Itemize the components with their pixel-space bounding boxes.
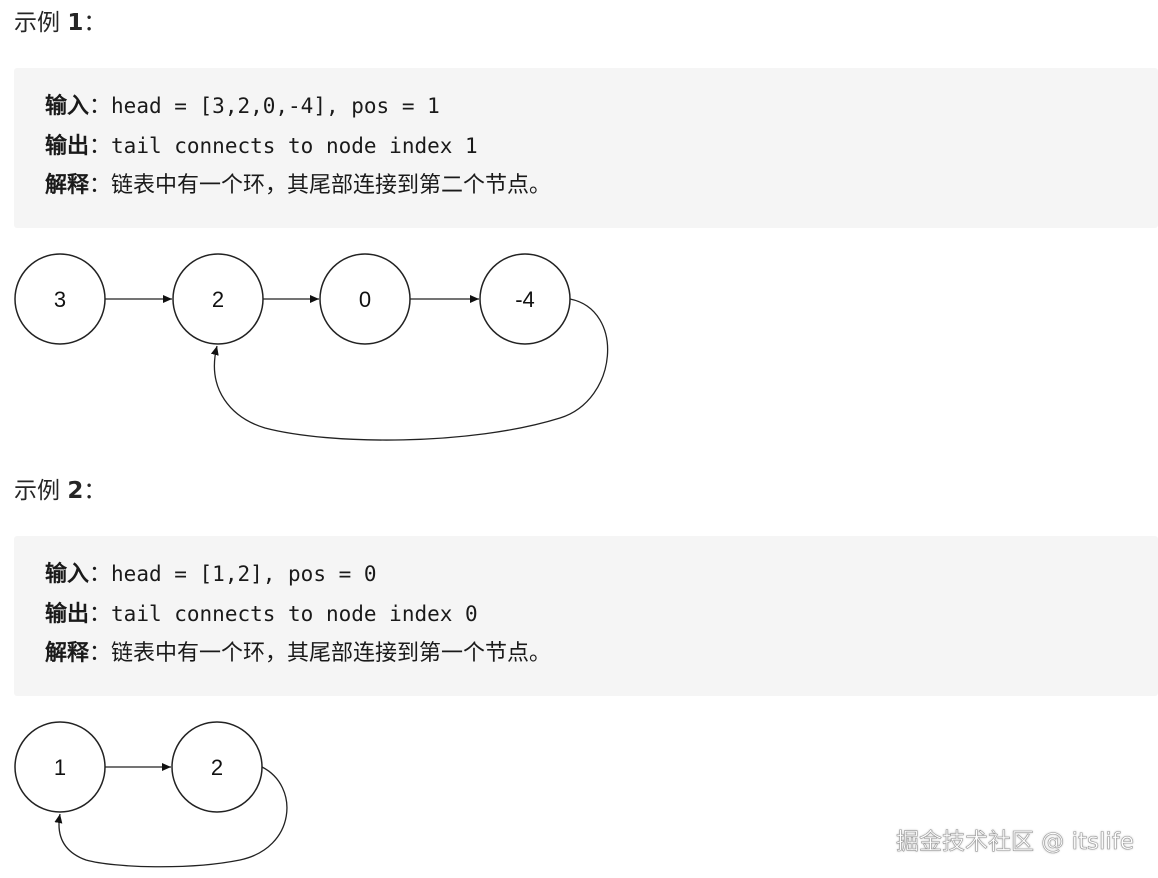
- cycle-back-arrow: [54, 766, 288, 868]
- input-label: 输入: [45, 562, 90, 587]
- example-2-heading-prefix: 示例: [14, 478, 60, 504]
- example-1-linked-list-diagram: 3 2 0 -4: [14, 253, 609, 441]
- example-2-input-line: 输入：head = [1,2], pos = 0: [45, 557, 377, 591]
- node-circle: -4: [479, 253, 571, 345]
- node-circle: 2: [171, 721, 263, 813]
- input-label: 输入: [45, 94, 90, 119]
- example-1-output-line: 输出：tail connects to node index 1: [45, 129, 478, 163]
- explain-label: 解释: [45, 641, 90, 666]
- node-circle: 0: [319, 253, 411, 345]
- example-1-heading-prefix: 示例: [14, 10, 60, 36]
- node-value: 3: [54, 287, 66, 312]
- node-value: -4: [515, 287, 535, 312]
- explain-text: 链表中有一个环，其尾部连接到第二个节点。: [111, 173, 552, 198]
- input-code: head = [3,2,0,-4], pos = 1: [111, 94, 440, 118]
- watermark: 掘金技术社区 @ itslife: [895, 829, 1135, 856]
- label-separator: ：: [89, 94, 112, 119]
- node-value: 1: [54, 755, 66, 780]
- node-value: 2: [211, 755, 223, 780]
- label-separator: ：: [89, 641, 112, 666]
- example-1-input-line: 输入：head = [3,2,0,-4], pos = 1: [45, 89, 440, 123]
- node-value: 0: [359, 287, 371, 312]
- example-2-heading-colon: ：: [83, 478, 107, 504]
- node-value: 2: [212, 287, 224, 312]
- output-code: tail connects to node index 0: [111, 602, 478, 626]
- example-1-code-block: 输入：head = [3,2,0,-4], pos = 1 输出：tail co…: [14, 68, 1158, 228]
- node-circle: 1: [14, 721, 106, 813]
- output-label: 输出: [45, 602, 90, 627]
- node-circle: 3: [14, 253, 106, 345]
- explain-label: 解释: [45, 173, 90, 198]
- example-1-heading: 示例 1：: [14, 8, 106, 38]
- label-separator: ：: [89, 134, 112, 159]
- example-2-linked-list-diagram: 1 2: [14, 721, 288, 868]
- example-2-explain-line: 解释：链表中有一个环，其尾部连接到第一个节点。: [45, 637, 551, 671]
- label-separator: ：: [89, 602, 112, 627]
- label-separator: ：: [89, 173, 112, 198]
- output-label: 输出: [45, 134, 90, 159]
- example-2-output-line: 输出：tail connects to node index 0: [45, 597, 478, 631]
- example-2-heading: 示例 2：: [14, 476, 106, 506]
- input-code: head = [1,2], pos = 0: [111, 562, 377, 586]
- label-separator: ：: [89, 562, 112, 587]
- example-2-code-block: 输入：head = [1,2], pos = 0 输出：tail connect…: [14, 536, 1158, 696]
- cycle-back-arrow: [210, 298, 609, 441]
- explain-text: 链表中有一个环，其尾部连接到第一个节点。: [111, 641, 552, 666]
- output-code: tail connects to node index 1: [111, 134, 478, 158]
- node-circle: 2: [172, 253, 264, 345]
- example-1-heading-colon: ：: [83, 10, 107, 36]
- example-2-heading-number: 2: [67, 478, 84, 504]
- example-1-explain-line: 解释：链表中有一个环，其尾部连接到第二个节点。: [45, 169, 551, 203]
- example-1-heading-number: 1: [67, 10, 84, 36]
